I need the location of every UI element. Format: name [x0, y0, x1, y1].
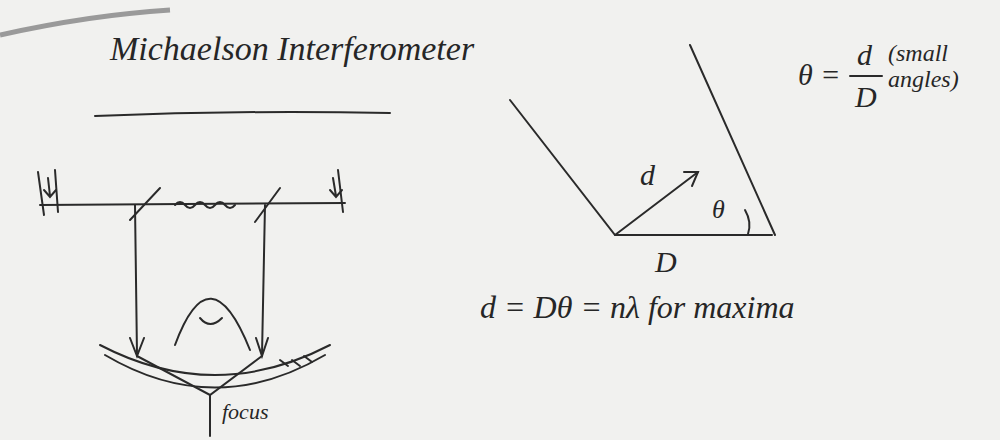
lens-mark [200, 318, 222, 324]
equation: D [855, 80, 877, 113]
distance-line [615, 172, 698, 235]
equation: d [857, 38, 872, 71]
compensator [175, 202, 235, 208]
equation: θ = [798, 58, 840, 91]
beam-splitter [130, 188, 280, 222]
triangle-side [690, 45, 775, 235]
equation: d = Dθ = nλ for maxima [480, 290, 795, 325]
distance-label: d [640, 158, 655, 191]
angle-arc [745, 210, 749, 234]
hatching [280, 356, 312, 366]
arrow [44, 178, 56, 197]
focusing-rays [175, 299, 250, 350]
mirror [38, 170, 58, 215]
focusing-rays [137, 356, 262, 395]
arrow [684, 172, 698, 186]
beam-path [135, 205, 265, 355]
title: Michaelson Interferometer [110, 30, 474, 67]
curved-mirror [105, 355, 325, 388]
angle-label: θ [712, 196, 725, 225]
focus-line [209, 395, 211, 436]
arrow [130, 338, 268, 356]
triangle-side [510, 100, 772, 235]
arrow [330, 178, 342, 197]
focus-label: focus [222, 400, 268, 424]
fraction-bar [850, 75, 882, 77]
beam-path [40, 203, 345, 205]
underline [95, 112, 390, 116]
distance-label: D [655, 245, 677, 278]
note: (small angles) [888, 40, 988, 93]
